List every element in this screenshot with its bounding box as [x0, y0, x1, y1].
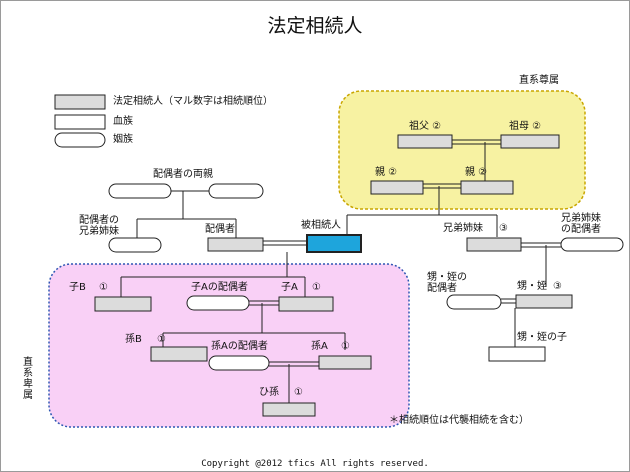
- spouse-siblings-label: 配偶者の 兄弟姉妹: [79, 215, 119, 237]
- grandchild-a-spouse-label: 孫Aの配偶者: [211, 341, 268, 352]
- decedent-label: 被相続人: [301, 220, 341, 231]
- connector-lines: [120, 139, 561, 403]
- legend-blood-box: [54, 114, 106, 130]
- spouse-mother-box: [208, 183, 264, 199]
- siblings-rank: ③: [499, 223, 508, 234]
- ascendants-label: 直系尊属: [519, 75, 559, 86]
- child-b-box: [94, 296, 152, 312]
- descendants-label: 直系卑属: [23, 357, 33, 401]
- great-grandchild-box: [262, 402, 316, 417]
- niece-box: [515, 294, 573, 309]
- siblings-label: 兄弟姉妹: [443, 223, 483, 234]
- mother-box: [460, 180, 514, 195]
- niece-child-label: 甥・姪の子: [517, 332, 567, 343]
- rank-note: ＊相続順位は代襲相続を含む）: [389, 415, 529, 426]
- decedent-box: [306, 234, 362, 253]
- mother-label: 親 ②: [465, 167, 488, 178]
- father-label: 親 ②: [375, 167, 398, 178]
- spouse-sibling-box: [108, 237, 162, 253]
- grandchild-b-rank: ①: [157, 334, 166, 345]
- grandchild-a-label: 孫A: [311, 341, 328, 352]
- grandfather-label: 祖父 ②: [409, 121, 442, 132]
- niece-spouse-label: 甥・姪の 配偶者: [427, 272, 467, 294]
- great-grandchild-label: ひ孫: [259, 387, 279, 398]
- grandmother-label: 祖母 ②: [509, 121, 542, 132]
- legend-heir-box: [54, 94, 106, 110]
- siblings-spouse-label: 兄弟姉妹 の配偶者: [561, 213, 601, 235]
- legend-blood-label: 血族: [113, 116, 133, 127]
- child-a-spouse-label: 子Aの配偶者: [191, 282, 248, 293]
- spouse-label: 配偶者: [205, 224, 235, 235]
- grandmother-box: [500, 134, 560, 149]
- child-b-label: 子B: [69, 282, 86, 293]
- grandchild-a-spouse-box: [208, 355, 270, 371]
- spouse-box: [207, 237, 264, 252]
- ascendants-region: [338, 90, 586, 210]
- grandchild-a-rank: ①: [341, 341, 350, 352]
- spouse-father-box: [108, 183, 172, 199]
- child-a-rank: ①: [312, 282, 321, 293]
- grandfather-box: [397, 134, 453, 149]
- niece-spouse-box: [446, 294, 502, 310]
- father-box: [370, 180, 424, 195]
- copyright-footer: Copyright @2012 tfics All rights reserve…: [201, 459, 429, 469]
- grandchild-b-box: [150, 346, 208, 362]
- spouse-parents-label: 配偶者の両親: [153, 169, 213, 180]
- siblings-spouse-box: [560, 237, 624, 252]
- legend-heir-label: 法定相続人（マル数字は相続順位）: [113, 96, 273, 107]
- child-a-label: 子A: [281, 282, 298, 293]
- child-b-rank: ①: [99, 282, 108, 293]
- niece-rank: ③: [553, 281, 562, 292]
- siblings-box: [466, 237, 522, 252]
- niece-label: 甥・姪: [517, 281, 547, 292]
- grandchild-b-label: 孫B: [125, 334, 142, 345]
- child-a-box: [278, 296, 334, 312]
- legend-marriage-box: [54, 132, 106, 148]
- diagram-title: 法定相続人: [267, 15, 363, 37]
- legend-marriage-label: 姻族: [113, 134, 133, 145]
- child-a-spouse-box: [186, 295, 250, 311]
- great-grandchild-rank: ①: [294, 387, 303, 398]
- niece-child-box: [488, 346, 546, 362]
- grandchild-a-box: [318, 355, 372, 370]
